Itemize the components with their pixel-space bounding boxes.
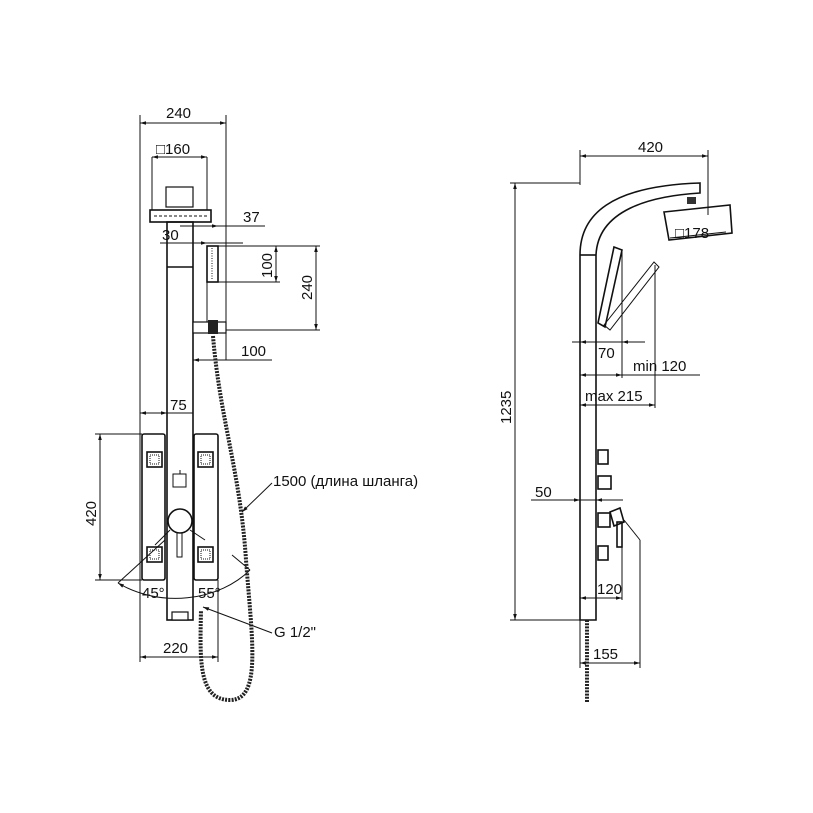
dim-holder-offset: 37 [243, 209, 260, 226]
dim-column-width: 75 [170, 397, 187, 414]
dim-panel-width: 220 [163, 640, 188, 657]
side-head-square: □178 [675, 225, 709, 242]
column [166, 221, 194, 621]
dim-total-height: 1235 [498, 391, 515, 424]
body-jet-icon [146, 451, 214, 563]
dim-50: 50 [535, 484, 552, 501]
body-jet-side [597, 449, 609, 465]
dim-max: max 215 [585, 388, 643, 405]
shower-hose [198, 335, 255, 703]
front-view: 240 □160 37 30 100 2 [83, 105, 418, 703]
dim-holder-height: 240 [299, 275, 316, 300]
angle-right: 55° [198, 585, 221, 602]
hand-shower [206, 245, 219, 283]
mixer-knob [167, 508, 193, 534]
dim-handshower-height: 100 [259, 253, 276, 278]
left-jet-panel [141, 433, 166, 581]
dim-155: 155 [593, 646, 618, 663]
side-view: 420 □178 70 min 120 max 215 50 [498, 139, 733, 702]
dim-holder-gap: 30 [162, 227, 179, 244]
dim-120: 120 [597, 581, 622, 598]
dim-arm-reach: 420 [638, 139, 663, 156]
angle-left: 45° [142, 585, 165, 602]
shower-arm [165, 186, 194, 208]
dim-head-square: □160 [156, 141, 190, 158]
rotation-arc [117, 569, 251, 599]
column-side [579, 182, 701, 621]
diverter-icon [172, 473, 187, 488]
dim-width-total: 240 [166, 105, 191, 122]
hose-label: 1500 (длина шланга) [273, 473, 418, 490]
mixer-side [597, 512, 611, 528]
dim-min: min 120 [633, 358, 686, 375]
diverter-side [597, 475, 612, 490]
dim-jets-spacing: 420 [83, 501, 100, 526]
right-jet-panel [193, 433, 219, 581]
body-jet-side [597, 545, 609, 561]
connection-label: G 1/2" [274, 624, 316, 641]
mixer-lever [616, 521, 623, 548]
hand-shower-side [597, 245, 623, 329]
overhead-shower-side [663, 204, 733, 241]
dim-70: 70 [598, 345, 615, 362]
dim-holder-projection: 100 [241, 343, 266, 360]
